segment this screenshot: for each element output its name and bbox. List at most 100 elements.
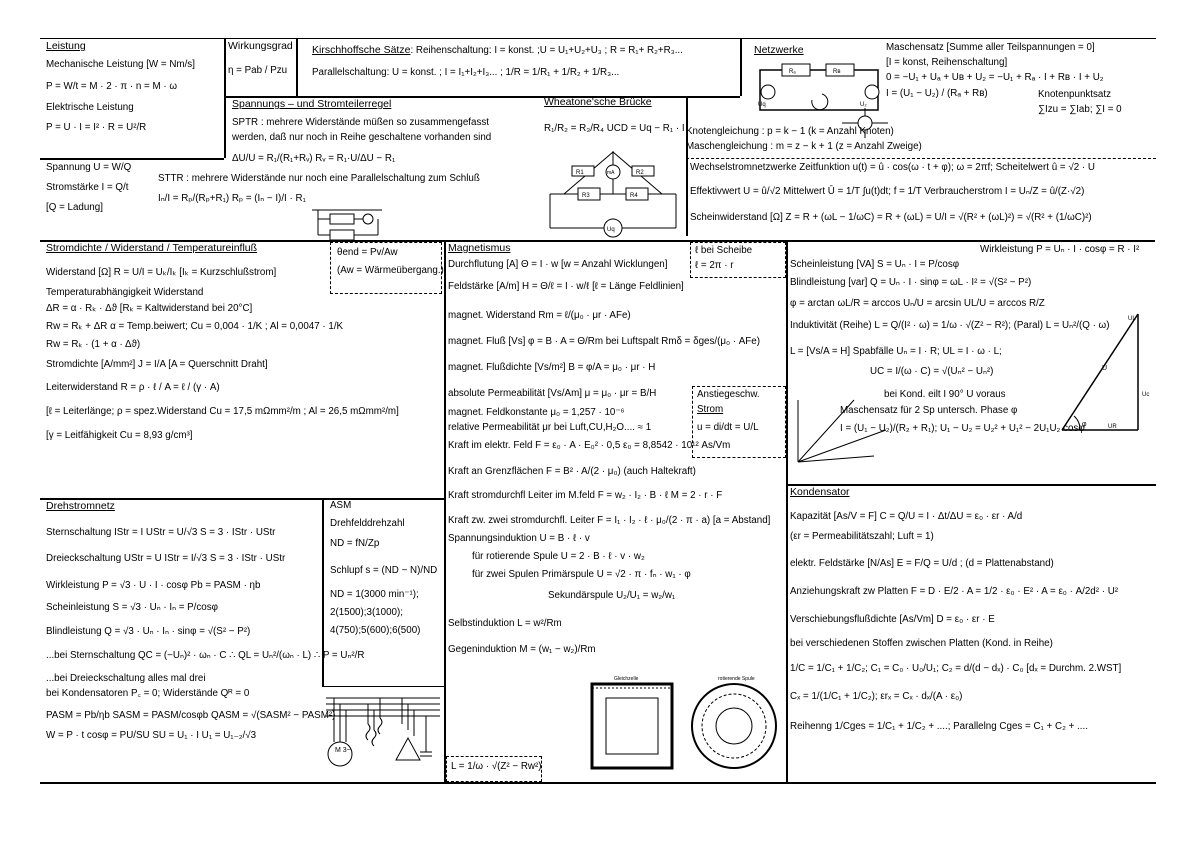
wechselstrom-line: φ = arctan ωL/R = arccos Uₙ/U = arcsin U…: [790, 297, 1045, 309]
zeiger-diagram: U UL UR Uc φ: [1061, 313, 1149, 431]
kirchhoff-section: Kirschhoffsche Sätze: Reihenschaltung: I…: [312, 44, 740, 96]
wheatstone-formula: R₁/R₂ = R₃/R₄ UCD = Uq − R₁ · I: [544, 123, 685, 135]
kondensator-line: (εr = Permeabilitätszahl; Luft = 1): [790, 531, 934, 543]
drehstrom-line: ...bei Sternschaltung QC = (−Uₙ)² · ωₙ ·…: [46, 650, 365, 662]
drehstrom-line: Blindleistung Q = √3 · Uₙ · Iₙ · sinφ = …: [46, 626, 251, 638]
stromdichte-line: Stromdichte [A/mm²] J = I/A [A = Quersch…: [46, 359, 268, 371]
kondensator-line: bei verschiedenen Stoffen zwischen Platt…: [790, 638, 1053, 650]
anstieg-box: Anstiegeschw. Strom u = di/dt = U/L: [692, 386, 786, 458]
vector-label: Uc: [1142, 392, 1149, 398]
separator: [40, 782, 1156, 784]
separator: [686, 96, 688, 236]
wheatstone-section: Wheatone'sche Brücke R₁/R₂ = R₃/R₄ UCD =…: [544, 96, 686, 240]
separator: [40, 240, 1155, 242]
stromdichte-line: Widerstand [Ω] R = U/I = Uₖ/Iₖ [Iₖ = Kur…: [46, 267, 277, 279]
netzwerke-line: Knotenpunktsatz: [1038, 88, 1111, 100]
kondensator-line: 1/C = 1/C₁ + 1/C₂; C₁ = C₀ · U₀/U₁; C₂ =…: [790, 662, 1122, 674]
netzwerke-line: Maschensatz [Summe aller Teilspannungen …: [886, 42, 1095, 53]
leistung-line: P = U · I = I² · R = U²/R: [46, 121, 147, 133]
kondensator-line: Verschiebungsflußdichte [As/Vm] D = ε₀ ·…: [790, 614, 995, 626]
netzwerke-line: 0 = −U₁ + Uₐ + Uв + U₂ = −U₁ + Rₐ · I + …: [886, 72, 1104, 84]
stromteiler-diagram: [312, 209, 382, 241]
wechselstrom-line: Blindleistung [var] Q = Uₙ · I · sinφ = …: [790, 277, 1032, 289]
separator: [224, 96, 740, 98]
stromstaerke-formula: Stromstärke I = Q/t: [46, 182, 129, 194]
spannungsteiler-line: Iₙ/I = Rₚ/(Rₚ+R₁) Rₚ = (Iₙ − I)/I · R₁: [158, 193, 306, 205]
leistung-line: Mechanische Leistung [W = Nm/s]: [46, 59, 195, 71]
asm-line: 4(750);5(600);6(500): [330, 625, 421, 637]
magnetismus-line: Kraft im elektr. Feld F = ε₀ · A · E₀² ·…: [448, 440, 731, 451]
waerme-line: (Aw = Wärmeübergang.): [337, 265, 444, 277]
magnetismus-line: Kraft stromdurchfl Leiter im M.feld F = …: [448, 490, 723, 502]
stromdichte-line: [ℓ = Leiterlänge; ρ = spez.Widerstand Cu…: [46, 405, 399, 417]
stromdichte-section: Stromdichte / Widerstand / Temperaturein…: [46, 242, 444, 498]
motor-label: M 3~: [335, 747, 351, 754]
bridge-label: R1: [576, 170, 584, 176]
drehstrom-schaltbild: M 3~: [326, 697, 440, 767]
spannungsteiler-line: SPTR : mehrere Widerstände müßen so zusa…: [232, 117, 489, 129]
spannung-section: Spannung U = W/Q Stromstärke I = Q/t [Q …: [46, 162, 152, 238]
scheibe-line: ℓ bei Scheibe: [695, 245, 753, 256]
magnetismus-line: Kraft an Grenzflächen F = B² · A/(2 · μ₀…: [448, 466, 696, 478]
kirchhoff-line: Parallelschaltung: U = konst. ; I = I₁+I…: [312, 67, 620, 79]
wheatstone-bridge-diagram: R1 R2 mA R3 R4 Uq: [549, 150, 677, 238]
wechselstrom-line: Wirkleistung P = Uₙ · I · cosφ = R · I²: [980, 244, 1140, 255]
magnetismus-line: magnet. Fluß [Vs] φ = B · A = Θ/Rm bei L…: [448, 335, 760, 347]
magnetismus-line: Sekundärspule U₂/U₁ = w₂/w₁: [548, 589, 676, 601]
kirchhoff-line: : Reihenschaltung: I = konst. ;U = U₁+U₂…: [410, 45, 683, 56]
magnetismus-title: Magnetismus: [448, 242, 511, 254]
vector-label: UR: [1108, 424, 1117, 430]
leistung-line: Elektrische Leistung: [46, 101, 134, 113]
wirkungsgrad-title: Wirkungsgrad: [228, 40, 293, 52]
separator: [40, 498, 444, 500]
netzwerke-line: Knotengleichung : p = k − 1 (k = Anzahl …: [686, 126, 894, 137]
asm-line: ND = fN/Zp: [330, 538, 380, 550]
drehstrom-line: Wirkleistung P = √3 · U · I · cosφ Pb = …: [46, 579, 261, 591]
knoten-diagram: [842, 108, 888, 138]
separator: [686, 158, 1156, 160]
separator: [444, 240, 446, 782]
netzwerke-title: Netzwerke: [754, 44, 804, 56]
wechselstrom-line: Effektivwert U = û/√2 Mittelwert Ū = 1/T…: [690, 186, 1085, 198]
asm-line: Drehfelddrehzahl: [330, 518, 405, 530]
drehstrom-section: Drehstromnetz Sternschaltung IStr = I US…: [46, 500, 365, 782]
spannungsteiler-section: Spannungs – und Stromteilerregel SPTR : …: [158, 98, 540, 240]
drehstrom-line: Sternschaltung IStr = I UStr = U/√3 S = …: [46, 527, 276, 539]
asm-section: ASM Drehfelddrehzahl ND = fN/Zp Schlupf …: [330, 500, 444, 686]
bridge-label: R3: [582, 193, 590, 199]
netzwerke-section: Netzwerke Rₐ Rв Uq U₂ Maschensatz [Summe…: [686, 40, 1156, 158]
leistung-section: Leistung Mechanische Leistung [W = Nm/s]…: [46, 40, 222, 158]
stromdichte-line: Rw = Rₖ + ΔR α = Temp.beiwert; Cu = 0,00…: [46, 320, 344, 332]
circuit-label: Rₐ: [789, 69, 796, 75]
drehstrom-line: bei Kondensatoren P꜀ = 0; Widerstände Qᴿ…: [46, 687, 250, 699]
wechselstrom-line: bei Kond. eilt I 90° U voraus: [884, 388, 1006, 400]
magnetismus-line: magnet. Widerstand Rm = ℓ/(μ₀ · μr · AFe…: [448, 309, 631, 321]
drehstrom-line: PASM = Pb/ηb SASM = PASM/cosφb QASM = √(…: [46, 710, 336, 721]
ladung-note: [Q = Ladung]: [46, 202, 103, 214]
separator: [322, 686, 444, 687]
netzwerke-line: [I = konst, Reihenschaltung]: [886, 57, 1008, 69]
magnetismus-line: Durchflutung [A] Θ = I · w [w = Anzahl W…: [448, 259, 668, 271]
separator: [740, 38, 742, 96]
circuit-label: Rв: [833, 69, 841, 75]
spannung-formula: Spannung U = W/Q: [46, 162, 132, 173]
magnetismus-line: L = 1/ω · √(Z² − Rw²): [451, 761, 542, 772]
spannungsteiler-line: werden, daß nur noch in Reihe geschalten…: [232, 132, 492, 144]
bridge-label: mA: [607, 170, 615, 176]
separator: [322, 498, 324, 686]
spannungsteiler-line: ΔU/U = R₁/(R₁+Rᵥ) Rᵥ = R₁·U/ΔU − R₁: [232, 152, 396, 164]
kirchhoff-title: Kirschhoffsche Sätze: [312, 44, 411, 56]
leistung-line: P = W/t = M · 2 · π · n = M · ω: [46, 81, 177, 93]
stromdichte-line: [γ = Leitfähigkeit Cu = 8,93 g/cm³]: [46, 430, 193, 441]
vector-label: φ: [1082, 421, 1087, 428]
scheibe-line: ℓ = 2π · r: [695, 260, 734, 272]
drehstrom-title: Drehstromnetz: [46, 500, 115, 512]
drehstrom-line: Dreieckschaltung UStr = U IStr = I/√3 S …: [46, 553, 286, 565]
netzwerke-circuit-diagram: Rₐ Rв Uq U₂: [758, 63, 880, 111]
wechselstrom-line: UC = I/(ω · C) = √(Uₙ² − Uₙ²): [870, 366, 994, 378]
magnetismus-line: magnet. Flußdichte [Vs/m²] B = φ/A = μ₀ …: [448, 362, 656, 374]
magnetismus-line: magnet. Feldkonstante μ₀ = 1,257 · 10⁻⁶: [448, 406, 625, 418]
bridge-label: Uq: [607, 227, 615, 233]
magnetismus-line: relative Permeabilität μr bei Luft,CU,H₂…: [448, 421, 652, 433]
drehstrom-line: Scheinleistung S = √3 · Uₙ · Iₙ = P/cosφ: [46, 601, 219, 613]
